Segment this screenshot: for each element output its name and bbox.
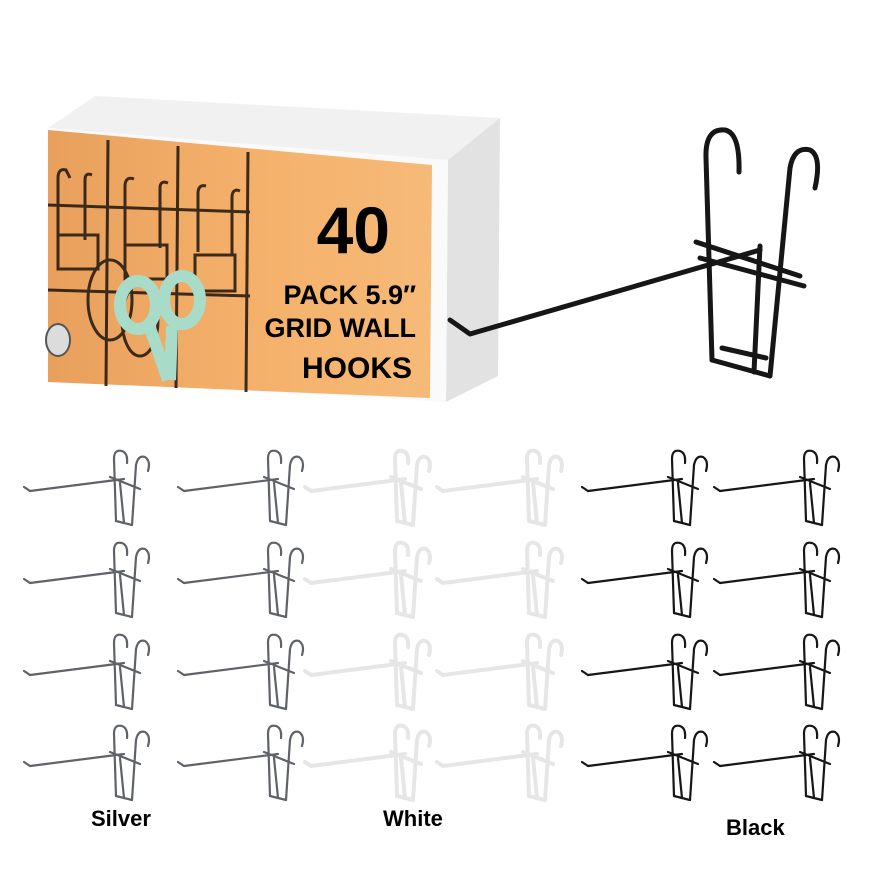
small-hook <box>22 449 151 527</box>
small-hook <box>176 449 305 527</box>
small-hook <box>303 632 432 711</box>
hook-group-black <box>580 449 841 802</box>
small-hook <box>580 724 709 802</box>
small-hook <box>176 724 305 802</box>
small-hook <box>435 723 564 802</box>
small-hook <box>435 632 564 711</box>
featured-hook <box>447 127 821 379</box>
scissors-illustration <box>114 270 206 382</box>
box-side <box>446 118 500 402</box>
small-hook <box>303 723 432 802</box>
product-box <box>45 96 500 402</box>
small-hook <box>176 541 305 619</box>
color-label-black: Black <box>726 815 785 840</box>
color-label-silver: Silver <box>91 806 151 831</box>
small-hook <box>712 541 841 619</box>
box-top <box>48 96 500 160</box>
small-hook <box>303 448 432 527</box>
small-hook <box>712 449 841 527</box>
small-hook <box>712 724 841 802</box>
color-label-white: White <box>383 806 443 831</box>
product-type-text: GRID WALL <box>264 313 416 343</box>
small-hook <box>22 541 151 619</box>
small-hook <box>435 540 564 619</box>
hook-group-white <box>303 448 564 802</box>
small-hook <box>580 633 709 711</box>
small-hook <box>303 540 432 619</box>
small-hook <box>176 633 305 711</box>
small-hook <box>22 724 151 802</box>
small-hook <box>580 541 709 619</box>
small-hook <box>580 449 709 527</box>
pack-size-text: PACK 5.9″ <box>283 280 416 310</box>
small-hook <box>435 448 564 527</box>
small-hook <box>22 633 151 711</box>
product-name-text: HOOKS <box>301 352 412 385</box>
pack-count: 40 <box>316 193 390 267</box>
small-hook <box>712 633 841 711</box>
round-object <box>45 323 71 357</box>
hook-grid <box>22 448 841 802</box>
hook-group-silver <box>22 449 305 802</box>
